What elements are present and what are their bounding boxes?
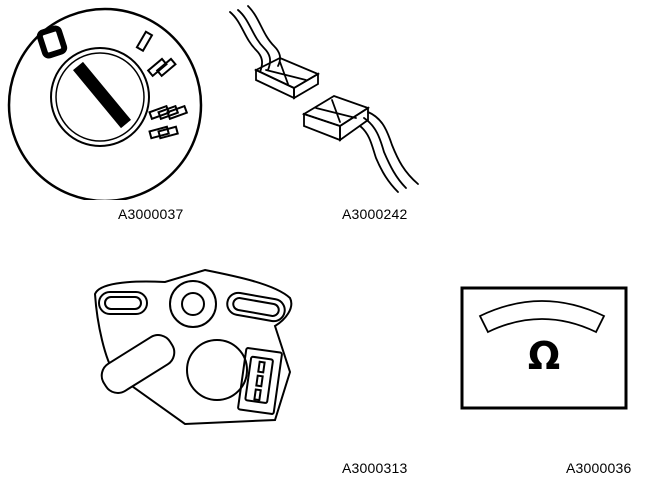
figure-label-electrical-connector: A3000242 [342,206,408,222]
figure-label-ignition-switch: A3000037 [118,206,184,222]
electrical-connector-illustration [222,0,427,195]
throttle-position-sensor-illustration [85,262,300,430]
figure-label-throttle-position-sensor: A3000313 [342,460,408,476]
figure-label-ohmmeter: A3000036 [566,460,632,476]
ohm-symbol: Ω [527,334,561,378]
ohmmeter-illustration: Ω [460,286,628,412]
ignition-switch-illustration [0,0,215,200]
